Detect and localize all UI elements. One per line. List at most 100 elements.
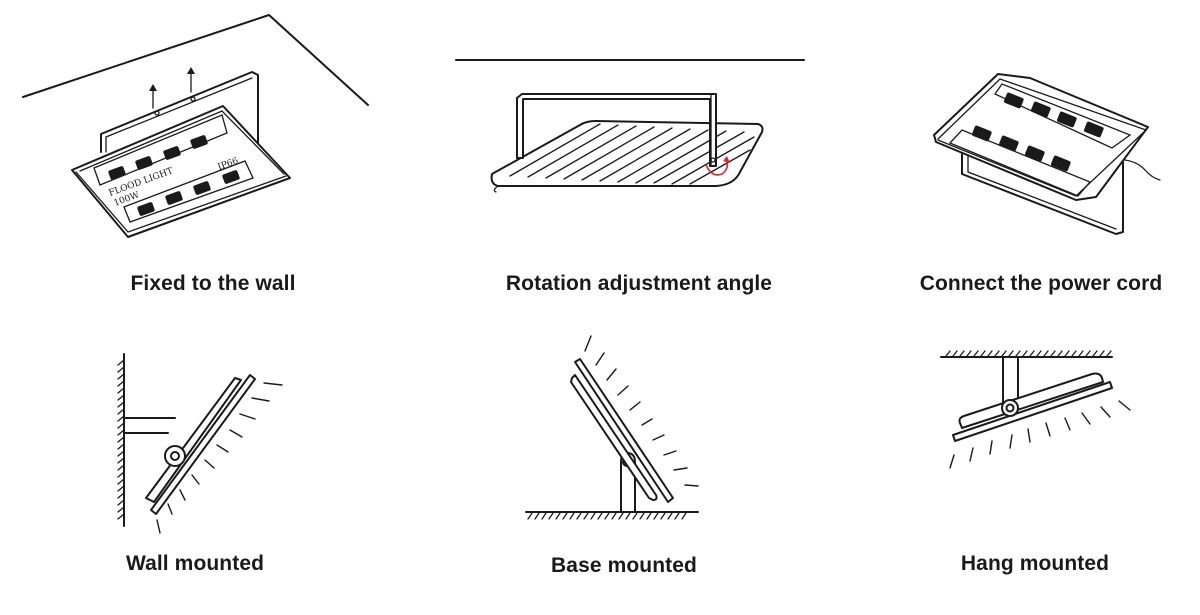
ceiling-hatch xyxy=(940,350,1113,358)
hatch-mark xyxy=(1078,350,1084,357)
hatch-mark xyxy=(966,350,972,357)
wall-surface-outline xyxy=(22,14,369,106)
hatch-mark xyxy=(117,506,125,513)
hatch-mark xyxy=(117,429,125,436)
hatch-mark xyxy=(576,512,582,520)
panel-base-mounted: Base mounted xyxy=(500,320,740,610)
light-ray xyxy=(673,467,688,471)
caption-connect-power: Connect the power cord xyxy=(919,272,1163,295)
hatch-mark xyxy=(618,512,624,520)
light-rays xyxy=(156,382,283,534)
flood-light-side-view xyxy=(490,120,764,193)
mounting-bracket xyxy=(961,152,1124,235)
hatch-mark xyxy=(117,450,125,457)
light-ray xyxy=(1027,428,1031,443)
flood-light-side-view xyxy=(570,358,674,503)
light-ray xyxy=(204,459,215,469)
hatch-mark xyxy=(980,350,986,357)
up-arrow-icon xyxy=(149,84,157,109)
light-ray xyxy=(969,447,974,462)
wall-hatch xyxy=(117,353,125,527)
hatch-mark xyxy=(583,512,589,520)
panel-connect-power: Connect the power cord xyxy=(880,0,1200,310)
power-cord xyxy=(1124,159,1161,181)
light-ray xyxy=(251,397,270,402)
hatch-mark xyxy=(534,512,540,520)
light-ray xyxy=(263,382,283,386)
light-ray xyxy=(1081,412,1091,425)
hatch-mark xyxy=(674,512,680,520)
wall-arm xyxy=(123,417,176,434)
mounting-bracket xyxy=(516,93,717,167)
hatch-mark xyxy=(569,512,575,520)
panel-fixed-to-wall: FLOOD LIGHT 100W IP66 Fixed to the wall xyxy=(0,0,400,310)
hatch-mark xyxy=(1085,350,1091,357)
connect-power-illustration xyxy=(933,73,1161,235)
hatch-mark xyxy=(117,373,125,380)
hatch-mark xyxy=(117,485,125,492)
hatch-mark xyxy=(590,512,596,520)
hatch-mark xyxy=(1015,350,1021,357)
hatch-mark xyxy=(959,350,965,357)
rotation-adjustment-illustration xyxy=(455,59,805,193)
caption-rotation-adjustment: Rotation adjustment angle xyxy=(505,272,773,295)
hatch-mark xyxy=(117,401,125,408)
caption-wall-mounted: Wall mounted xyxy=(125,552,265,575)
caption-base-mounted: Base mounted xyxy=(551,554,697,577)
hatch-mark xyxy=(660,512,666,520)
base-mounted-illustration xyxy=(525,335,699,520)
hatch-mark xyxy=(994,350,1000,357)
hatch-mark xyxy=(945,350,951,357)
hatch-mark xyxy=(117,366,125,373)
hatch-mark xyxy=(1029,350,1035,357)
hatch-mark xyxy=(117,513,125,520)
wall-mounted-illustration xyxy=(117,353,283,534)
hatch-mark xyxy=(597,512,603,520)
hatch-mark xyxy=(117,471,125,478)
ground-hatch xyxy=(525,511,699,520)
panel-wall-mounted: Wall mounted xyxy=(80,330,340,610)
hatch-mark xyxy=(639,512,645,520)
light-ray xyxy=(652,434,665,441)
light-ray xyxy=(617,385,629,396)
hatch-mark xyxy=(117,443,125,450)
hatch-mark xyxy=(117,464,125,471)
light-ray xyxy=(663,450,677,456)
hatch-mark xyxy=(1050,350,1056,357)
hatch-mark xyxy=(1106,350,1112,357)
hatch-mark xyxy=(117,415,125,422)
caption-fixed-to-wall: Fixed to the wall xyxy=(130,272,296,295)
hatch-mark xyxy=(667,512,673,520)
led-module xyxy=(972,92,1104,172)
hatch-mark xyxy=(117,492,125,499)
light-ray xyxy=(629,401,641,411)
light-ray xyxy=(229,429,243,438)
hatch-mark xyxy=(646,512,652,520)
hatch-mark xyxy=(548,512,554,520)
hatch-mark xyxy=(1092,350,1098,357)
hatch-mark xyxy=(1057,350,1063,357)
hatch-mark xyxy=(117,408,125,415)
pivot-screw xyxy=(710,157,716,163)
hatch-mark xyxy=(1071,350,1077,357)
flood-light-body: FLOOD LIGHT 100W IP66 xyxy=(71,105,291,238)
hatch-mark xyxy=(1022,350,1028,357)
led-module xyxy=(108,135,240,216)
hatch-mark xyxy=(1064,350,1070,357)
caption-hang-mounted: Hang mounted xyxy=(960,552,1110,575)
hatch-mark xyxy=(1036,350,1042,357)
hatch-mark xyxy=(681,512,687,520)
light-ray xyxy=(239,413,256,420)
panel-hang-mounted: Hang mounted xyxy=(920,330,1170,610)
light-ray xyxy=(989,440,993,455)
hatch-mark xyxy=(625,512,631,520)
fixed-to-wall-illustration: FLOOD LIGHT 100W IP66 xyxy=(22,14,369,238)
light-ray xyxy=(949,454,955,469)
hatch-mark xyxy=(562,512,568,520)
hatch-mark xyxy=(541,512,547,520)
light-ray xyxy=(216,444,229,453)
hatch-mark xyxy=(973,350,979,357)
light-ray xyxy=(595,352,605,366)
hatch-mark xyxy=(611,512,617,520)
hatch-mark xyxy=(653,512,659,520)
